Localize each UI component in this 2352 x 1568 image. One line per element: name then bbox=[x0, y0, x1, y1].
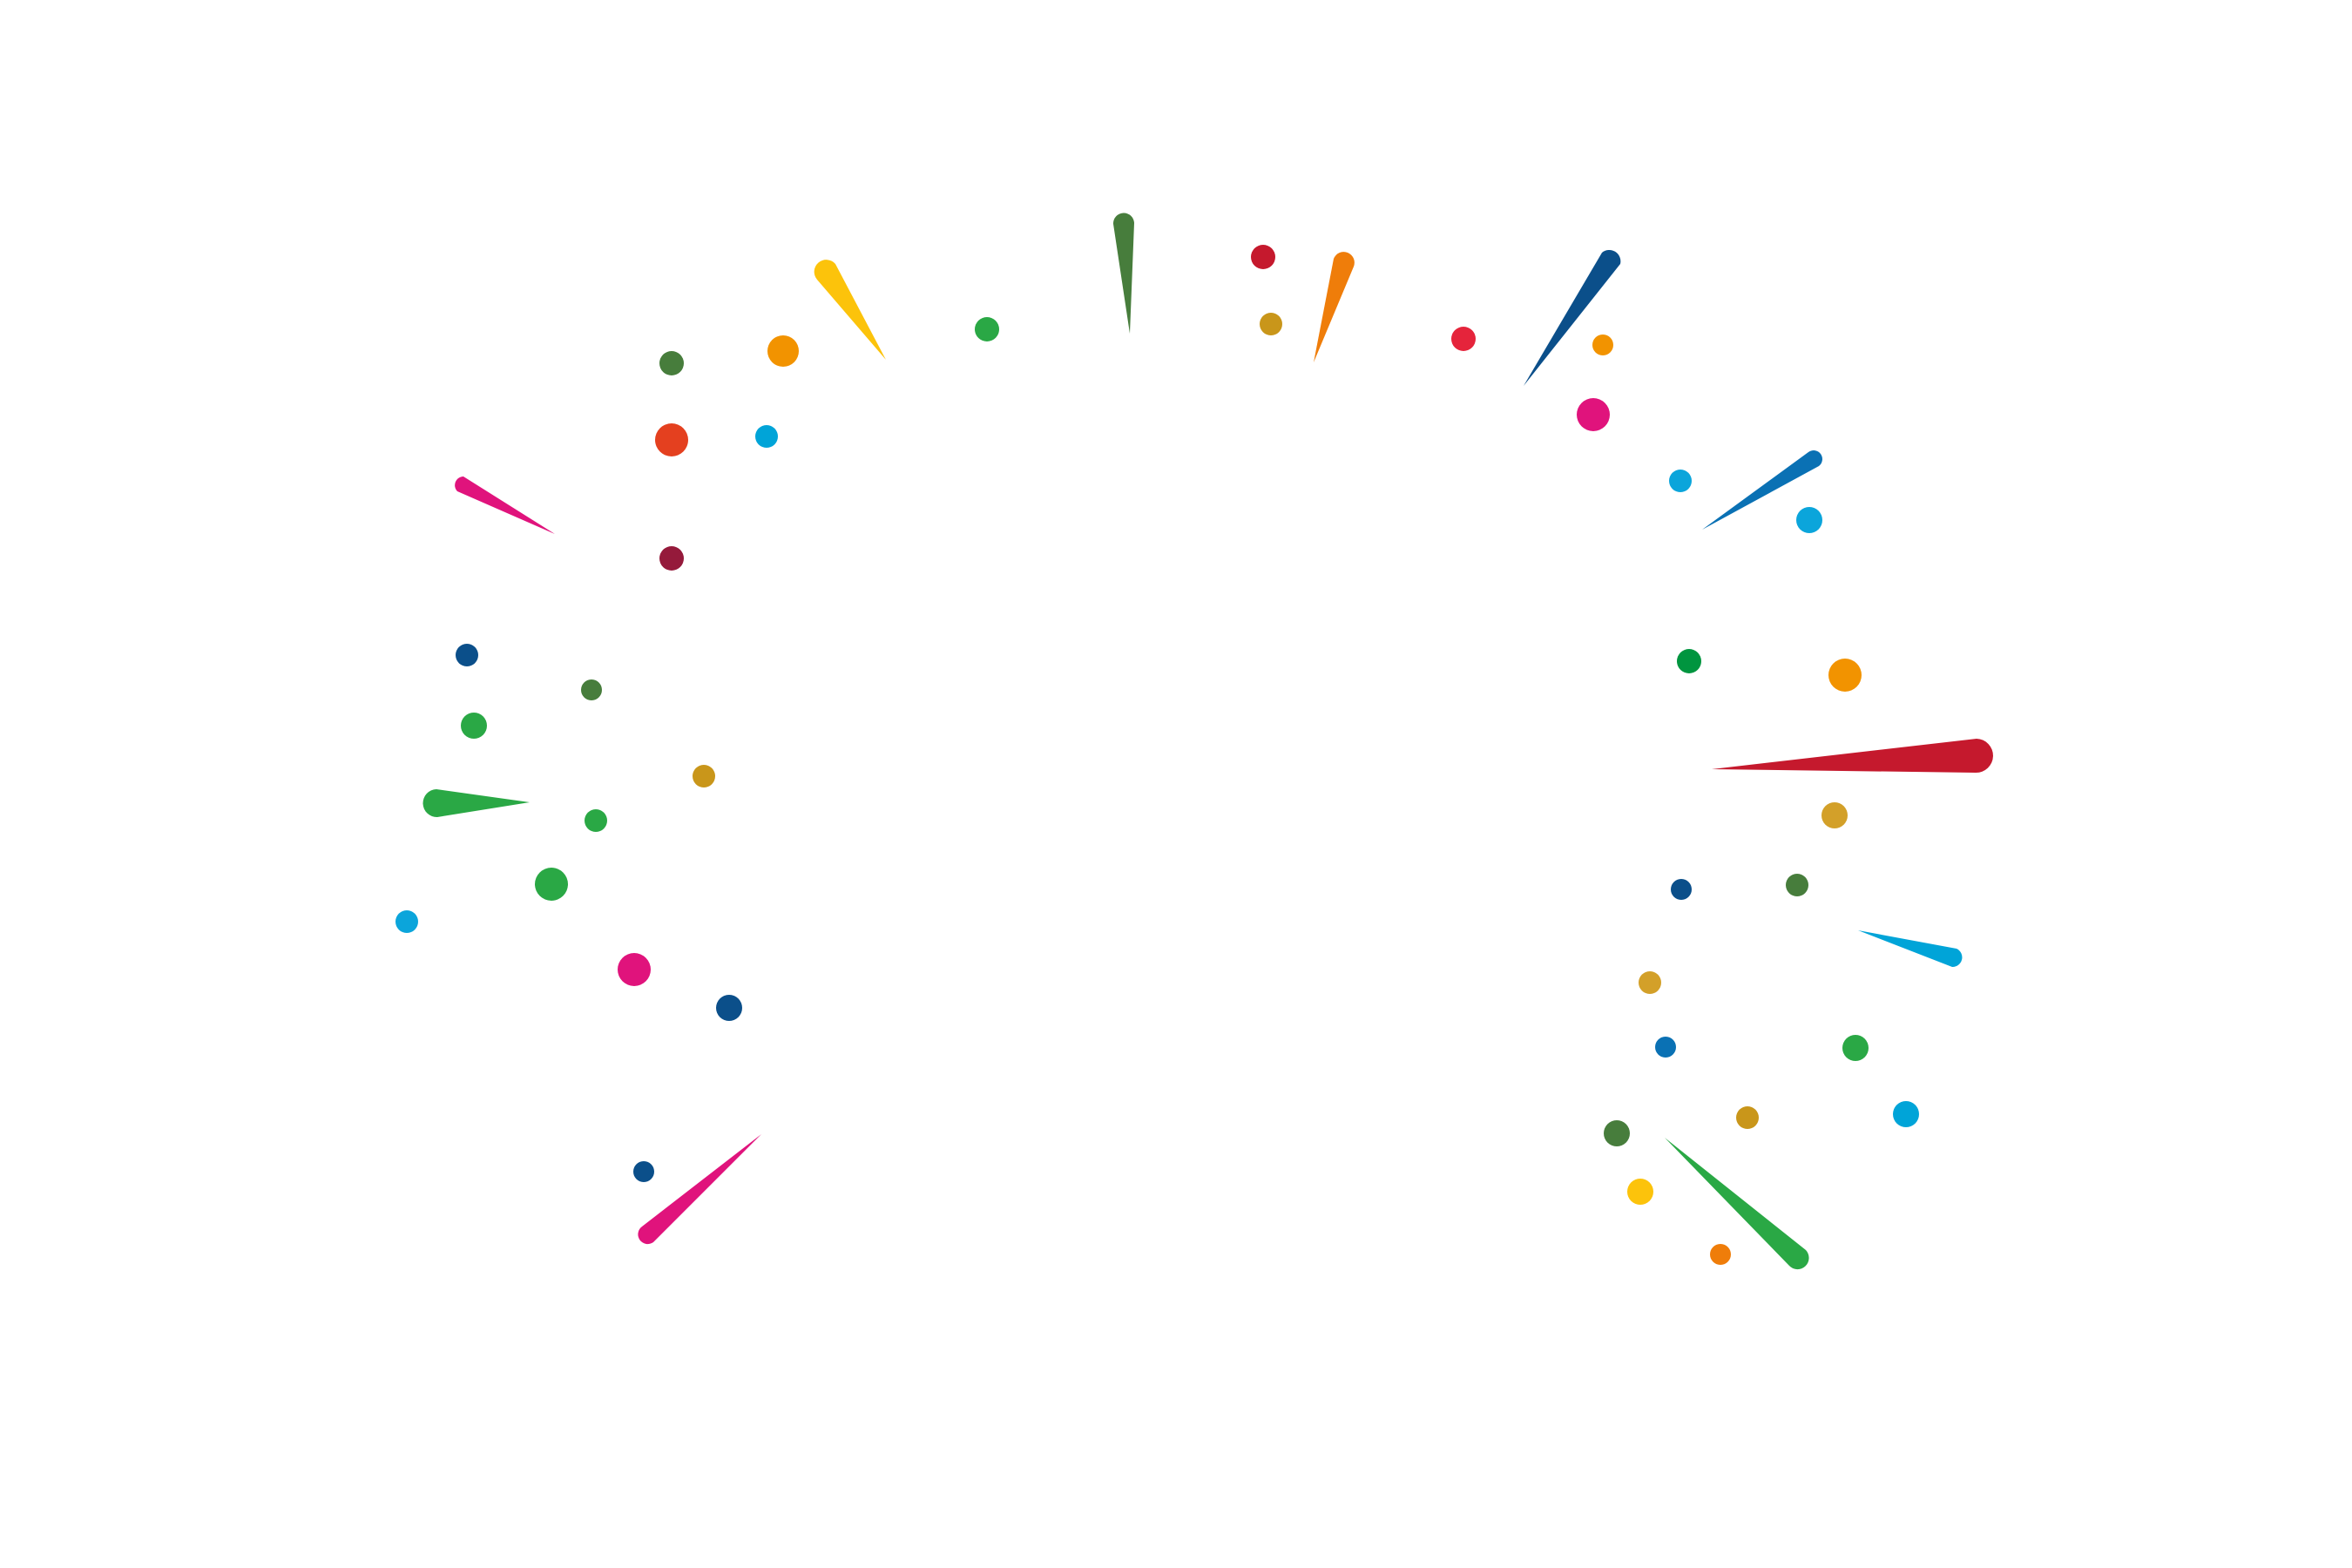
dot-green-29 bbox=[461, 713, 487, 739]
dot-blue-20 bbox=[1655, 1037, 1676, 1058]
dot-light-blue-12 bbox=[1669, 470, 1692, 492]
ray-olive-green-top bbox=[1112, 213, 1134, 334]
dot-red-7 bbox=[1251, 245, 1275, 269]
ray-cyan-right-lower bbox=[1858, 930, 1963, 968]
dot-orange-10 bbox=[1592, 335, 1613, 355]
ray-magenta-lower-left bbox=[638, 1134, 761, 1245]
dot-gold-19 bbox=[1639, 971, 1661, 994]
dot-orange-15 bbox=[1828, 659, 1862, 692]
dot-orange-red-4 bbox=[655, 423, 688, 456]
dot-dark-orange-26 bbox=[1710, 1244, 1731, 1265]
dot-navy-27 bbox=[456, 644, 478, 666]
dot-mustard-8 bbox=[1260, 313, 1282, 335]
dot-dark-green-14 bbox=[1677, 649, 1701, 673]
dot-mustard-23 bbox=[1736, 1106, 1759, 1129]
dot-navy-17 bbox=[1671, 879, 1692, 900]
dot-green-21 bbox=[1842, 1035, 1869, 1061]
dot-olive-green-24 bbox=[1604, 1120, 1630, 1146]
dot-green-32 bbox=[535, 868, 568, 901]
ray-yellow-top-left bbox=[814, 260, 886, 360]
dot-magenta-34 bbox=[618, 953, 651, 986]
ray-magenta-upper-left bbox=[455, 476, 555, 534]
dot-navy-35 bbox=[716, 995, 742, 1021]
ray-navy-upper-right bbox=[1524, 249, 1621, 386]
dot-green-31 bbox=[585, 809, 607, 832]
ray-red-right bbox=[1712, 739, 1993, 774]
dot-gold-16 bbox=[1821, 802, 1848, 828]
dot-yellow-25 bbox=[1627, 1179, 1653, 1205]
dot-olive-green-18 bbox=[1786, 874, 1808, 896]
ray-green-left bbox=[422, 789, 530, 818]
dot-bright-red-9 bbox=[1451, 327, 1476, 351]
ray-orange-top bbox=[1314, 252, 1355, 362]
dot-light-blue-33 bbox=[395, 910, 418, 933]
dot-light-blue-13 bbox=[1796, 507, 1822, 533]
dot-orange-2 bbox=[767, 335, 799, 367]
dot-mustard-30 bbox=[693, 765, 715, 787]
dot-olive-green-28 bbox=[581, 679, 602, 700]
dot-cyan-5 bbox=[755, 425, 778, 448]
dot-cyan-22 bbox=[1893, 1101, 1919, 1127]
dot-olive-green-1 bbox=[659, 351, 684, 375]
dot-green-3 bbox=[975, 317, 999, 341]
ray-green-lower-right bbox=[1665, 1138, 1809, 1270]
ray-blue-right-upper bbox=[1702, 450, 1822, 530]
dot-magenta-11 bbox=[1577, 398, 1610, 431]
dot-navy-36 bbox=[633, 1161, 654, 1182]
dot-maroon-6 bbox=[659, 546, 684, 571]
